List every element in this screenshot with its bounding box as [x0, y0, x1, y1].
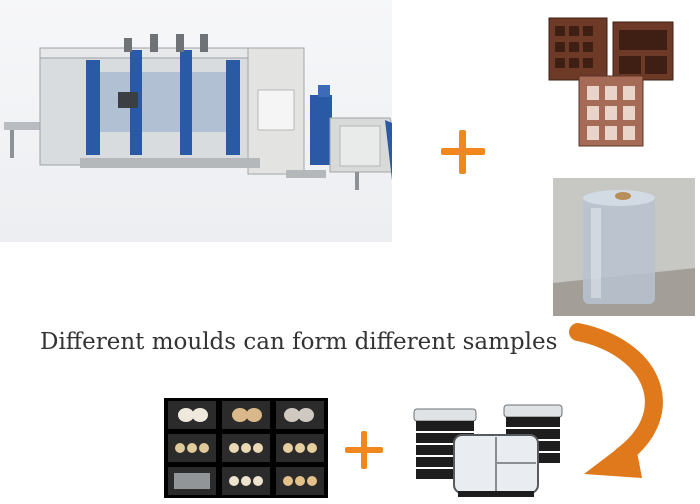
mold-illustration: [548, 17, 674, 147]
mold-trays-image: [547, 0, 677, 150]
plastic-film-roll-image: [553, 178, 695, 316]
samples-grid-illustration: [164, 398, 328, 498]
containers-illustration: [413, 404, 563, 497]
plus-icon: [441, 130, 485, 174]
film-roll-illustration: [553, 178, 695, 316]
thermoforming-machine-image: [0, 0, 428, 242]
caption-text: Different moulds can form different samp…: [40, 329, 558, 355]
food-containers-image: [408, 395, 568, 500]
plus-icon-2: [345, 431, 383, 469]
curved-arrow-icon: [560, 318, 700, 498]
egg-tray-samples-image: [164, 398, 328, 498]
machine-illustration: [4, 34, 428, 194]
